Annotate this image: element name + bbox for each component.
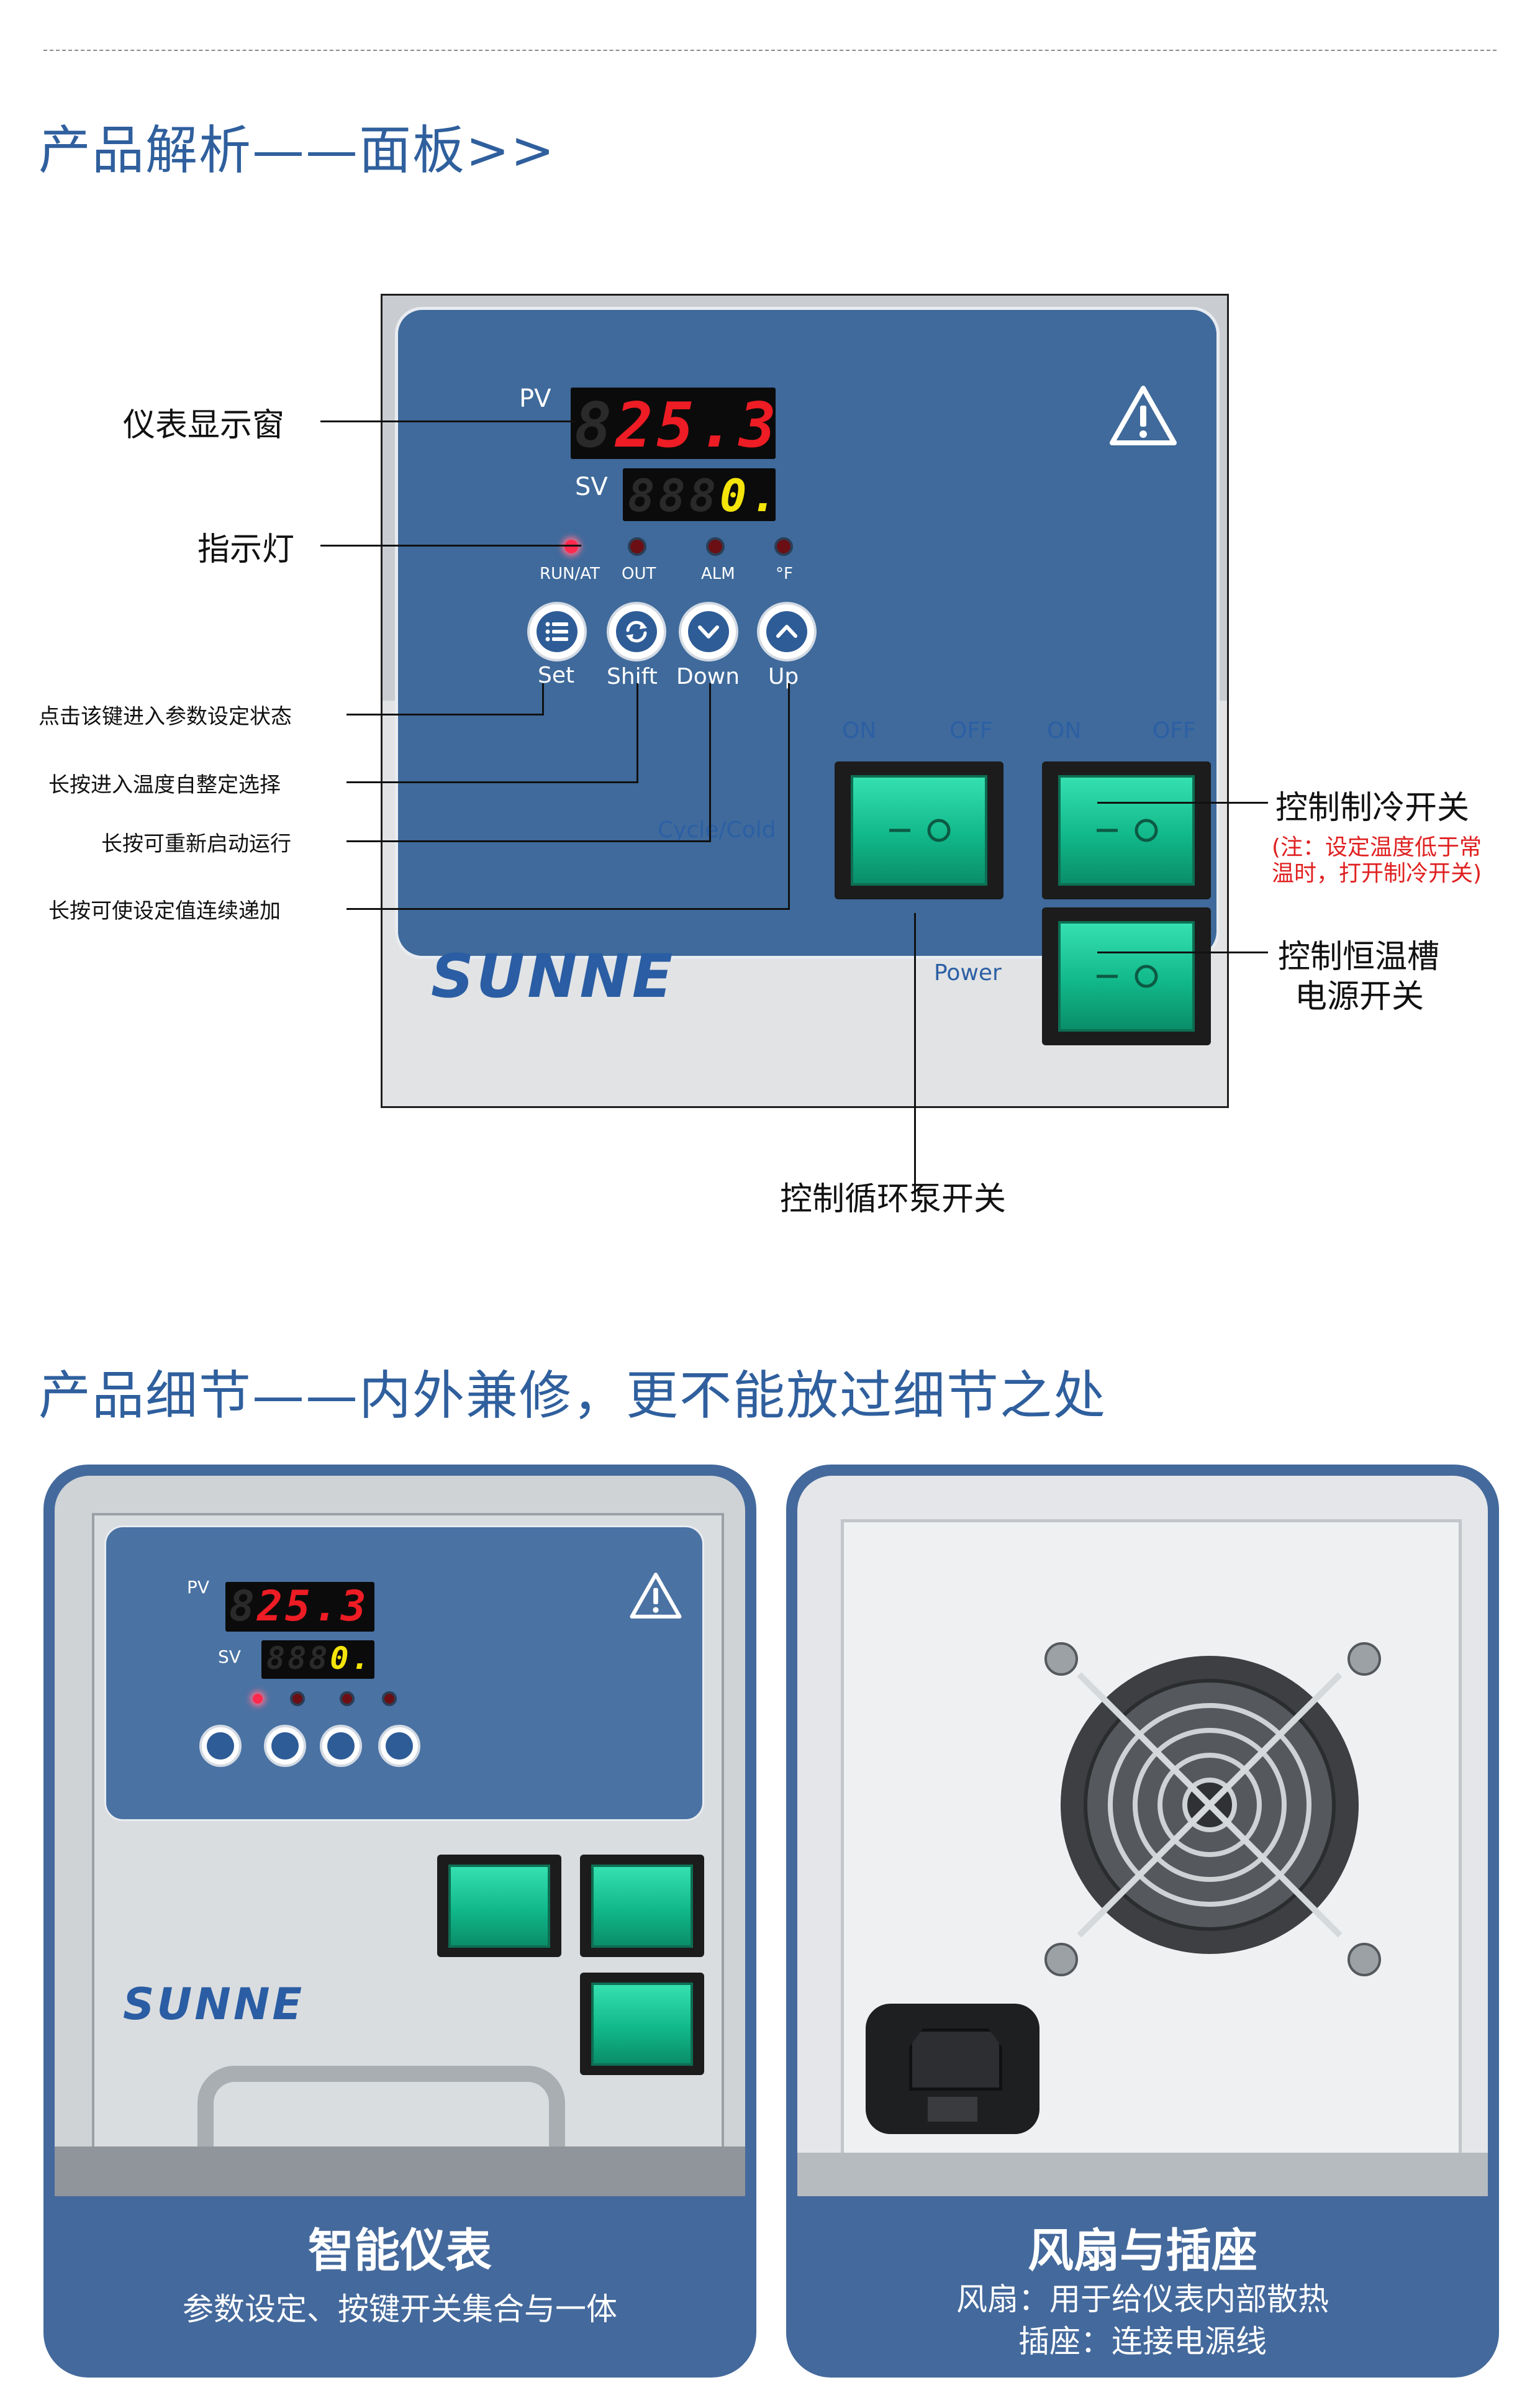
down-button[interactable]	[679, 602, 738, 661]
switch-rocker-icon	[1097, 965, 1158, 988]
callout-set-key: 点击该键进入参数设定状态	[38, 704, 292, 729]
mini-power-switch	[580, 1973, 704, 2075]
card-title-fan-socket: 风扇与插座	[1028, 2224, 1257, 2278]
callout-pump-switch: 控制循环泵开关	[780, 1181, 1007, 1218]
section-title-panel: 产品解析——面板>>	[38, 120, 556, 181]
sv-ghost-digits: 888	[628, 470, 720, 522]
callout-cooling-note-1: (注：设定温度低于常	[1272, 835, 1482, 860]
fan-grille-icon	[1077, 1672, 1343, 1938]
sv-value: 0.	[720, 470, 781, 522]
chevron-down-icon	[698, 625, 719, 638]
callout-bath-power-2: 电源开关	[1295, 978, 1424, 1015]
chevron-up-icon	[776, 625, 797, 638]
led-label-alm: ALM	[701, 565, 735, 583]
screw-icon	[1348, 1642, 1381, 1676]
mini-pv-value: 25.3	[256, 1582, 369, 1631]
power-socket-icon	[866, 2004, 1040, 2134]
refresh-icon	[626, 620, 647, 643]
fan-icon	[1061, 1656, 1359, 1954]
mini-warning-icon	[630, 1573, 682, 1619]
pv-ghost-digit: 8	[574, 389, 616, 461]
mini-pv-label: PV	[187, 1577, 210, 1597]
mini-led-run	[253, 1694, 263, 1704]
power-label: Power	[934, 960, 1002, 986]
mini-pv-ghost: 8	[229, 1582, 257, 1631]
cycle-cold-label: Cycle/Cold	[658, 817, 776, 843]
callout-shift-key: 长按进入温度自整定选择	[48, 773, 281, 797]
shift-button[interactable]	[607, 602, 666, 661]
mini-sv-value: 0.	[330, 1640, 373, 1676]
callout-down-key: 长按可重新启动运行	[101, 832, 291, 856]
mini-brand-logo: SUNNE	[123, 1979, 305, 2030]
meter-photo: PV 825.3 SV 8880. SUNNE	[55, 1476, 745, 2196]
mini-set-button	[199, 1725, 242, 1767]
warning-icon	[1110, 386, 1177, 445]
mini-led-f	[384, 1694, 394, 1704]
set-button[interactable]	[527, 602, 587, 661]
power-switch[interactable]	[1042, 907, 1211, 1045]
switch1-on-label: ON	[842, 718, 877, 743]
down-button-label: Down	[676, 664, 740, 689]
mini-led-alm	[342, 1694, 352, 1704]
mini-sv-ghost: 888	[266, 1640, 330, 1676]
pv-value: 25.3	[615, 389, 781, 461]
switch-rocker-icon	[1097, 819, 1158, 842]
switch2-off-label: OFF	[1153, 718, 1196, 743]
card-desc-fan: 风扇：用于给仪表内部散热	[956, 2281, 1329, 2317]
mini-down-button	[320, 1725, 362, 1767]
led-label-run-at: RUN/AT	[540, 565, 600, 583]
cooling-switch[interactable]	[1042, 761, 1211, 899]
switch2-on-label: ON	[1047, 718, 1082, 743]
switch-rocker-icon	[889, 819, 951, 842]
card-desc-smart-meter: 参数设定、按键开关集合与一体	[183, 2291, 617, 2327]
up-button-label: Up	[768, 664, 799, 689]
led-run-at	[564, 540, 578, 553]
pv-display: 825.3	[571, 388, 776, 461]
mini-pump-switch	[437, 1855, 561, 1957]
sv-display: 8880.	[623, 468, 777, 522]
up-button[interactable]	[757, 602, 817, 661]
card-title-smart-meter: 智能仪表	[308, 2224, 492, 2278]
mini-shift-button	[264, 1725, 306, 1767]
control-panel-photo: PV SV 825.3 8880. RUN/AT OUT ALM °F Set	[381, 294, 1229, 1108]
card-fan-socket: 风扇与插座 风扇：用于给仪表内部散热 插座：连接电源线	[786, 1465, 1499, 2378]
top-divider	[43, 50, 1497, 51]
screw-icon	[1044, 1943, 1078, 1976]
pv-label: PV	[519, 384, 551, 413]
brand-logo: SUNNE	[431, 942, 676, 1011]
mini-up-button	[378, 1725, 420, 1767]
list-icon	[545, 622, 568, 642]
screw-icon	[1348, 1943, 1381, 1976]
callout-cooling-note-2: 温时，打开制冷开关)	[1272, 861, 1482, 886]
switch1-off-label: OFF	[949, 718, 993, 743]
mini-sv-label: SV	[218, 1647, 241, 1667]
callout-up-key: 长按可使设定值连续递加	[48, 899, 281, 924]
callout-indicator: 指示灯	[197, 531, 295, 568]
callout-display-window: 仪表显示窗	[123, 407, 285, 444]
card-desc-socket: 插座：连接电源线	[1018, 2324, 1267, 2360]
pump-switch[interactable]	[835, 761, 1003, 899]
card-smart-meter: PV 825.3 SV 8880. SUNNE	[43, 1465, 756, 2378]
mini-led-out	[292, 1694, 302, 1704]
led-label-out: OUT	[622, 565, 656, 583]
shift-button-label: Shift	[607, 664, 658, 689]
callout-bath-power-1: 控制恒温槽	[1278, 938, 1440, 976]
led-label-fahrenheit: °F	[776, 565, 793, 583]
screw-icon	[1044, 1642, 1078, 1676]
callout-cooling-switch: 控制制冷开关	[1275, 789, 1470, 827]
fan-socket-photo	[797, 1476, 1488, 2196]
mini-cooling-switch	[580, 1855, 704, 1957]
led-out	[630, 540, 644, 553]
sv-label: SV	[575, 473, 608, 501]
led-fahrenheit	[777, 540, 790, 553]
led-alm	[709, 540, 722, 553]
section-title-details: 产品细节——内外兼修，更不能放过细节之处	[38, 1365, 1107, 1426]
